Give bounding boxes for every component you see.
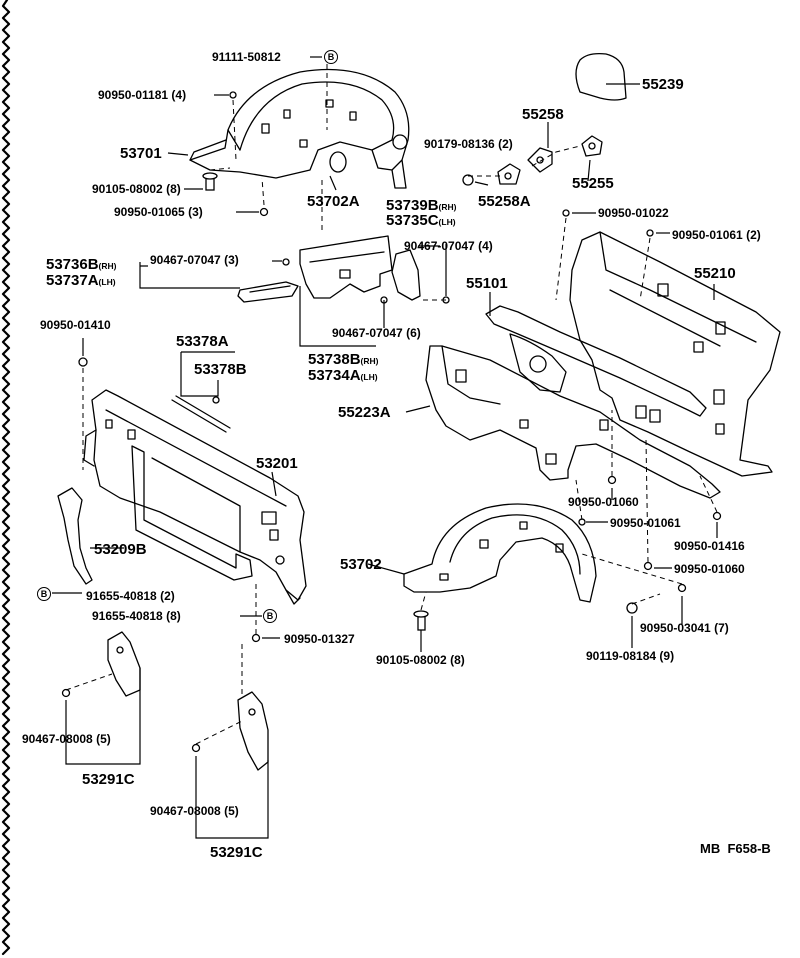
callout-90467-07047-6: 90467-07047 (6)	[332, 326, 421, 340]
callout-90950-01065: 90950-01065 (3)	[114, 205, 203, 219]
callout-55210: 55210	[694, 265, 736, 282]
seal-strip-53736b	[237, 281, 299, 303]
bracket-53291c-right	[237, 691, 269, 771]
callout-90950-01410: 90950-01410	[40, 318, 111, 332]
dash-panel-55210	[569, 231, 781, 477]
dashed-guides	[65, 64, 718, 745]
seal-53702a	[329, 151, 347, 173]
callout-90179-08136: 90179-08136 (2)	[424, 137, 513, 151]
callout-53734a: 53734A(LH)	[308, 367, 378, 384]
callout-90950-01060-a: 90950-01060	[568, 495, 639, 509]
callout-90467-07047-3: 90467-07047 (3)	[150, 253, 239, 267]
page-edge	[1, 0, 11, 956]
callout-90950-01181: 90950-01181 (4)	[98, 88, 187, 102]
callout-53291c-left: 53291C	[82, 771, 135, 788]
callout-53739b: 53739B(RH)	[386, 197, 457, 214]
callout-55258a: 55258A	[478, 193, 531, 210]
radiator-support	[83, 389, 307, 605]
callout-90105-08002-upper: 90105-08002 (8)	[92, 182, 181, 196]
fasteners	[61, 91, 722, 753]
callout-53736b: 53736B(RH)	[46, 256, 117, 273]
callout-55223a: 55223A	[338, 404, 391, 421]
callout-letter-b-3: B	[263, 609, 277, 623]
shield-53738b	[299, 235, 393, 299]
leader-lines	[52, 56, 718, 839]
callout-90950-03041: 90950-03041 (7)	[640, 621, 729, 635]
callout-90950-01416: 90950-01416	[674, 539, 745, 553]
callout-55255: 55255	[572, 175, 614, 192]
callout-53378b: 53378B	[194, 361, 247, 378]
bar-53378a	[171, 395, 231, 433]
callout-53738b: 53738B(RH)	[308, 351, 379, 368]
callout-53701: 53701	[120, 145, 162, 162]
seal-53739b	[391, 249, 421, 301]
callout-91655-40818-2: 91655-40818 (2)	[86, 589, 175, 603]
callout-55239: 55239	[642, 76, 684, 93]
callout-90950-01022: 90950-01022	[598, 206, 669, 220]
plate-55258a	[497, 163, 521, 185]
callout-91111-50812: 91111-50812	[212, 50, 281, 64]
callout-53702a: 53702A	[307, 193, 360, 210]
callout-90950-01061: 90950-01061	[610, 516, 681, 530]
callout-90119-08184: 90119-08184 (9)	[586, 649, 675, 663]
callout-90950-01327: 90950-01327	[284, 632, 355, 646]
callout-53737a: 53737A(LH)	[46, 272, 116, 289]
callout-53201: 53201	[256, 455, 298, 472]
front-fender-apron-lower	[403, 503, 597, 603]
figure-reference-code: MB F658-B	[700, 841, 771, 856]
callout-53378a: 53378A	[176, 333, 229, 350]
callout-90467-08008-right: 90467-08008 (5)	[150, 804, 239, 818]
plate-55255	[581, 135, 603, 157]
callout-90467-07047-4: 90467-07047 (4)	[404, 239, 493, 253]
bracket-53291c-left	[107, 631, 141, 697]
cowl-top-55101	[485, 305, 707, 417]
plate-55258	[527, 147, 553, 173]
front-fender-apron-upper	[189, 68, 410, 189]
callout-letter-b: B	[324, 50, 338, 64]
callout-53209b: 53209B	[94, 541, 147, 558]
dash-lower-55223a	[425, 333, 721, 499]
pad-55239	[575, 52, 627, 101]
callout-55101: 55101	[466, 275, 508, 292]
callout-53702: 53702	[340, 556, 382, 573]
seal-53209b	[57, 487, 93, 585]
callout-90950-01061-2: 90950-01061 (2)	[672, 228, 761, 242]
callout-53735c: 53735C(LH)	[386, 212, 456, 229]
callout-91655-40818-8: 91655-40818 (8)	[92, 609, 181, 623]
callout-53291c-right: 53291C	[210, 844, 263, 861]
callout-90105-08002-lower: 90105-08002 (8)	[376, 653, 465, 667]
callout-letter-b-2: B	[37, 587, 51, 601]
callout-55258: 55258	[522, 106, 564, 123]
callout-90950-01060-b: 90950-01060	[674, 562, 745, 576]
callout-90467-08008-left: 90467-08008 (5)	[22, 732, 111, 746]
